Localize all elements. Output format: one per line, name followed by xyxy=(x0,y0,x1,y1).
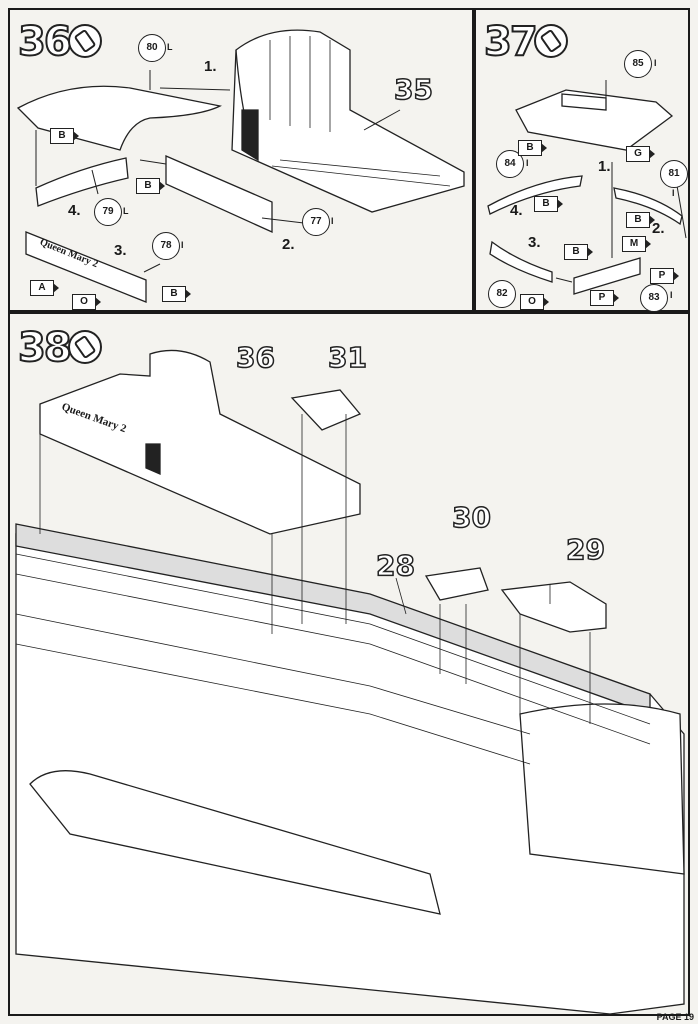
substep-label: 4. xyxy=(510,202,523,219)
glue-icon xyxy=(68,330,102,364)
lower-hull xyxy=(29,770,441,915)
part-29 xyxy=(500,581,607,633)
deck-85 xyxy=(515,89,674,151)
step-38-panel: 38 xyxy=(8,312,690,1016)
step-37-drawing xyxy=(487,80,687,295)
glue-point-flag: B xyxy=(564,244,593,260)
glue-point-flag: B xyxy=(162,286,191,302)
part-circle: 81 xyxy=(660,160,688,188)
part-suffix: I xyxy=(672,188,675,198)
superstructure-36 xyxy=(39,349,361,535)
substep-label: 1. xyxy=(598,158,611,175)
wall-79 xyxy=(35,157,129,207)
glue-point-flag: B xyxy=(518,140,547,156)
step-number: 36 xyxy=(17,19,73,65)
part-number: 28 xyxy=(375,549,415,582)
glue-point-flag: P xyxy=(650,268,679,284)
glue-point-flag: B xyxy=(50,128,79,144)
part-circle: 80 xyxy=(138,34,166,62)
wall-82 xyxy=(489,240,553,283)
part-circle: 79 xyxy=(94,198,122,226)
superstructure-35 xyxy=(231,29,465,213)
substep-label: 2. xyxy=(282,236,295,253)
glue-point-flag: G xyxy=(626,146,655,162)
part-83 xyxy=(573,257,641,295)
step-36-drawing xyxy=(16,29,465,303)
part-circle: 78 xyxy=(152,232,180,260)
glue-icon xyxy=(534,24,568,58)
name-panel-78 xyxy=(25,231,147,303)
part-suffix: I xyxy=(331,216,334,226)
substep-label: 2. xyxy=(652,220,665,237)
part-circle: 83 xyxy=(640,284,668,312)
substep-label: 1. xyxy=(204,58,217,75)
glue-point-flag: M xyxy=(622,236,651,252)
glue-point-flag: O xyxy=(520,294,549,310)
part-31 xyxy=(290,389,362,431)
glue-icon xyxy=(68,24,102,58)
step-number: 38 xyxy=(17,325,73,371)
part-number: 30 xyxy=(451,501,491,534)
glue-point-flag: B xyxy=(136,178,165,194)
glue-point-flag: O xyxy=(72,294,101,310)
wall-77 xyxy=(165,155,273,234)
part-suffix: L xyxy=(167,42,173,52)
bow-block xyxy=(519,703,685,875)
part-circle: 82 xyxy=(488,280,516,308)
part-number: 29 xyxy=(565,533,605,566)
glue-point-flag: B xyxy=(534,196,563,212)
step-37-panel: 37 1. 2. 3. 4. 85 I 84 I 81 I 82 83 I B … xyxy=(474,8,690,312)
part-circle: 85 xyxy=(624,50,652,78)
step-36-panel: 36 1. 2. xyxy=(8,8,474,312)
substep-label: 4. xyxy=(68,202,81,219)
part-number: 31 xyxy=(327,341,367,374)
part-suffix: I xyxy=(670,290,673,300)
substep-label: 3. xyxy=(528,234,541,251)
substep-label: 3. xyxy=(114,242,127,259)
ship-hull-drawing xyxy=(15,349,685,1015)
glue-point-flag: A xyxy=(30,280,59,296)
step-number: 37 xyxy=(483,19,539,65)
part-suffix: I xyxy=(526,158,529,168)
part-30 xyxy=(424,567,489,601)
part-number: 36 xyxy=(235,341,275,374)
part-number: 35 xyxy=(393,73,433,106)
deck-plate-80 xyxy=(16,85,222,151)
page-footer: PAGE 19 xyxy=(656,1012,694,1022)
glue-point-flag: B xyxy=(626,212,655,228)
part-suffix: L xyxy=(123,206,129,216)
part-circle: 77 xyxy=(302,208,330,236)
part-suffix: I xyxy=(654,58,657,68)
part-suffix: I xyxy=(181,240,184,250)
glue-point-flag: P xyxy=(590,290,619,306)
wall-84 xyxy=(487,175,583,215)
wall-81 xyxy=(613,187,683,226)
